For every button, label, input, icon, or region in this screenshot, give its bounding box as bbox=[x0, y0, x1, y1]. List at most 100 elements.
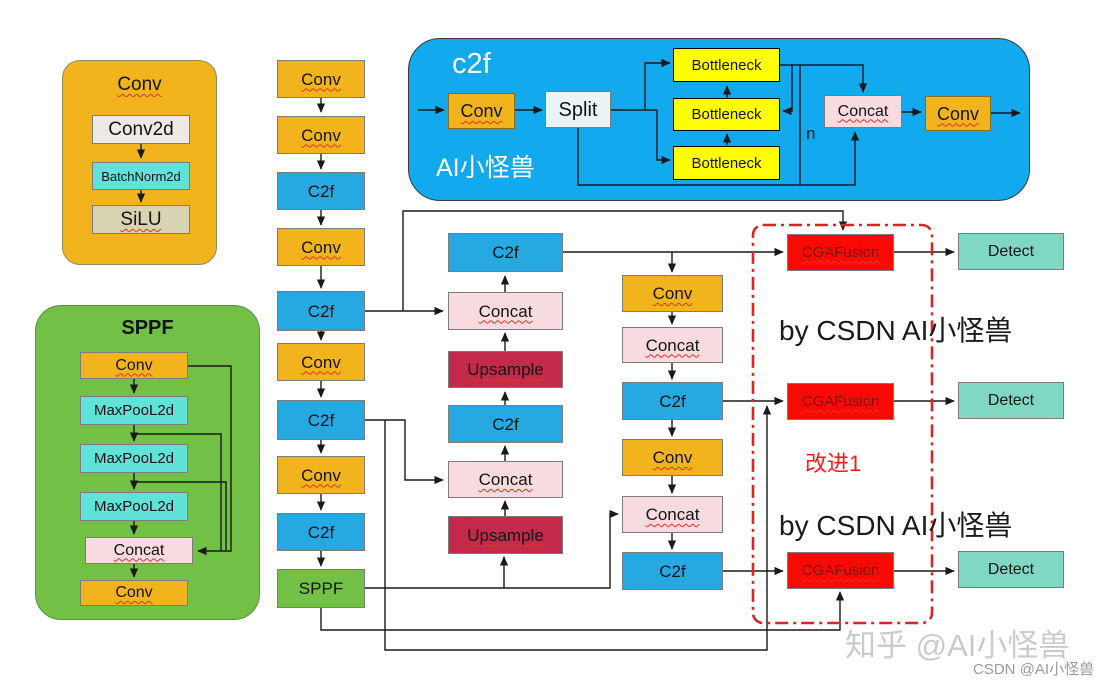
sppf-maxpool1-node: MaxPooL2d bbox=[80, 396, 188, 425]
c2f-bottleneck1-node: Bottleneck bbox=[673, 48, 780, 82]
sppf-concat-label: Concat bbox=[113, 541, 165, 559]
detect-3: Detect bbox=[958, 551, 1064, 588]
backbone-conv-4: Conv bbox=[277, 343, 365, 381]
conv2d-label: Conv2d bbox=[108, 119, 174, 140]
silu-label: SiLU bbox=[120, 209, 162, 230]
silu-node: SiLU bbox=[92, 205, 190, 234]
neck-upsample-1: Upsample bbox=[448, 351, 563, 388]
c2f-conv-out-node: Conv bbox=[925, 96, 991, 131]
cgafusion-3: CGAFusion bbox=[787, 552, 894, 589]
c2f-split-node: Split bbox=[545, 91, 611, 128]
c2f-bottleneck3-label: Bottleneck bbox=[691, 154, 762, 172]
sppf-conv-bottom-node: Conv bbox=[80, 580, 188, 606]
sppf-maxpool1-label: MaxPooL2d bbox=[93, 402, 175, 419]
head-concat-1-label: Concat bbox=[645, 335, 700, 355]
detect-2-label: Detect bbox=[987, 391, 1035, 409]
detect-1: Detect bbox=[958, 233, 1064, 270]
backbone-c2f-2: C2f bbox=[277, 291, 365, 331]
backbone-conv-3: Conv bbox=[277, 228, 365, 266]
backbone-conv-2: Conv bbox=[277, 116, 365, 154]
backbone-conv-2-label: Conv bbox=[301, 125, 341, 145]
conv-panel-title: Conv bbox=[117, 74, 162, 95]
sppf-maxpool3-node: MaxPooL2d bbox=[80, 492, 188, 521]
batchnorm2d-node: BatchNorm2d bbox=[92, 162, 190, 190]
detect-2: Detect bbox=[958, 382, 1064, 419]
backbone-conv-4-label: Conv bbox=[301, 352, 341, 372]
head-conv-2: Conv bbox=[622, 439, 723, 476]
c2f-conv-in-label: Conv bbox=[460, 101, 503, 121]
neck-upsample-1-label: Upsample bbox=[467, 360, 544, 379]
c2f-bottleneck3-node: Bottleneck bbox=[673, 146, 780, 180]
c2f-conv-out-label: Conv bbox=[936, 103, 980, 124]
backbone-conv-5: Conv bbox=[277, 456, 365, 494]
neck-c2f-top-label: C2f bbox=[492, 243, 519, 262]
csdn-watermark: CSDN @AI小怪兽 bbox=[973, 661, 1095, 678]
backbone-c2f-2-label: C2f bbox=[307, 301, 335, 321]
head-c2f-1: C2f bbox=[622, 382, 723, 420]
by-csdn-text-top: by CSDN AI小怪兽 bbox=[779, 315, 1013, 346]
head-conv-2-label: Conv bbox=[652, 448, 693, 467]
backbone-c2f-4: C2f bbox=[277, 513, 365, 551]
neck-upsample-2-label: Upsample bbox=[467, 525, 544, 545]
improvement-text: 改进1 bbox=[805, 451, 862, 476]
sppf-conv-bottom-label: Conv bbox=[115, 584, 153, 601]
detect-3-label: Detect bbox=[987, 560, 1035, 578]
c2f-bottleneck1-label: Bottleneck bbox=[691, 56, 762, 74]
backbone-conv-5-label: Conv bbox=[301, 465, 341, 485]
neck-c2f-mid-label: C2f bbox=[492, 414, 519, 434]
sppf-concat-node: Concat bbox=[85, 537, 193, 564]
cgafusion-1-label: CGAFusion bbox=[801, 244, 880, 261]
head-concat-1: Concat bbox=[622, 327, 723, 363]
cgafusion-2-label: CGAFusion bbox=[801, 393, 880, 410]
c2f-n-label: n bbox=[806, 124, 816, 143]
backbone-sppf-label: SPPF bbox=[298, 579, 344, 598]
zhihu-watermark: 知乎 @AI小怪兽 bbox=[845, 628, 1070, 663]
cgafusion-1: CGAFusion bbox=[787, 234, 894, 271]
detect-1-label: Detect bbox=[987, 242, 1035, 260]
improvement-dashed-outline bbox=[751, 223, 934, 625]
conv2d-node: Conv2d bbox=[92, 115, 190, 144]
head-conv-1: Conv bbox=[622, 275, 723, 312]
backbone-c2f-3: C2f bbox=[277, 400, 365, 440]
c2f-concat-node: Concat bbox=[824, 95, 902, 128]
sppf-maxpool2-label: MaxPooL2d bbox=[93, 450, 175, 467]
neck-concat-2: Concat bbox=[448, 461, 563, 498]
head-concat-2: Concat bbox=[622, 496, 723, 533]
c2f-conv-in-node: Conv bbox=[448, 93, 515, 129]
head-c2f-2-label: C2f bbox=[659, 561, 686, 581]
sppf-conv-top-node: Conv bbox=[80, 352, 188, 379]
backbone-c2f-4-label: C2f bbox=[307, 522, 335, 542]
neck-c2f-top: C2f bbox=[448, 233, 563, 272]
cgafusion-2: CGAFusion bbox=[787, 383, 894, 420]
backbone-conv-1: Conv bbox=[277, 60, 365, 98]
c2f-split-label: Split bbox=[558, 98, 598, 121]
backbone-c2f-1-label: C2f bbox=[307, 181, 335, 201]
c2f-panel-title: c2f bbox=[452, 48, 491, 80]
neck-upsample-2: Upsample bbox=[448, 516, 563, 554]
sppf-conv-top-label: Conv bbox=[115, 356, 153, 374]
head-c2f-2: C2f bbox=[622, 552, 723, 590]
neck-c2f-mid: C2f bbox=[448, 405, 563, 443]
backbone-conv-1-label: Conv bbox=[301, 69, 341, 89]
sppf-maxpool3-label: MaxPooL2d bbox=[93, 498, 175, 515]
backbone-sppf: SPPF bbox=[277, 569, 365, 608]
batchnorm2d-label: BatchNorm2d bbox=[101, 168, 181, 184]
c2f-bottleneck2-node: Bottleneck bbox=[673, 98, 780, 131]
backbone-c2f-1: C2f bbox=[277, 172, 365, 210]
c2f-bottleneck2-label: Bottleneck bbox=[691, 106, 762, 123]
neck-concat-1-label: Concat bbox=[478, 301, 533, 321]
head-c2f-1-label: C2f bbox=[659, 391, 686, 411]
backbone-conv-3-label: Conv bbox=[301, 237, 341, 257]
head-conv-1-label: Conv bbox=[652, 284, 693, 303]
c2f-panel-watermark: AI小怪兽 bbox=[436, 154, 535, 182]
sppf-maxpool2-node: MaxPooL2d bbox=[80, 444, 188, 473]
neck-concat-1: Concat bbox=[448, 292, 563, 330]
cgafusion-3-label: CGAFusion bbox=[801, 562, 880, 579]
neck-concat-2-label: Concat bbox=[478, 470, 533, 489]
c2f-concat-label: Concat bbox=[837, 102, 889, 120]
sppf-panel-title: SPPF bbox=[121, 317, 174, 339]
by-csdn-text-bottom: by CSDN AI小怪兽 bbox=[779, 510, 1013, 541]
head-concat-2-label: Concat bbox=[645, 505, 700, 524]
